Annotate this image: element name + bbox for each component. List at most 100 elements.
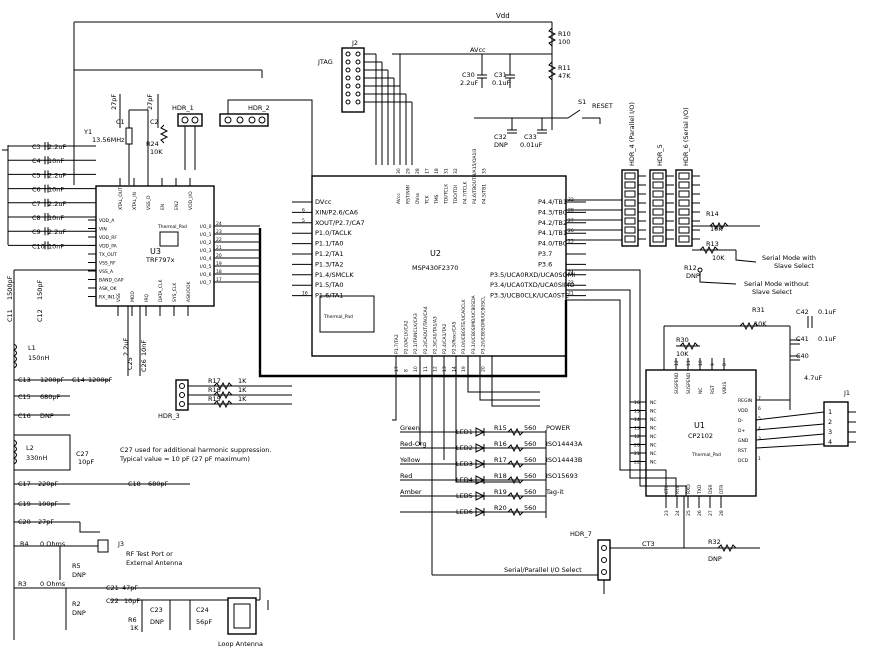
u2-top-pin-label: RST/NMI [406, 185, 412, 204]
u1-left-pin-label: NC [650, 409, 657, 415]
u3-right-pin-num: 21 [216, 245, 222, 251]
u2-top-pin-num: 17 [425, 168, 431, 174]
u1-left-pin-num: 22 [634, 460, 640, 466]
u1-left-pin-label: NC [650, 443, 657, 449]
u1-bottom-pin-label: DSR [708, 485, 714, 494]
l2-value: 330nH [26, 454, 48, 462]
c12-value: 150pF [36, 279, 44, 300]
c7-value: 2.2uF [48, 200, 66, 208]
c32-c33: C32 DNP C33 0.01uF [474, 117, 552, 149]
u2-right-pin-label: P4.3/TB0 [538, 208, 567, 216]
led-resistor-ref: R16 [494, 440, 507, 448]
u2-top-pin-label: DVss [415, 192, 421, 204]
c30-ref: C30 [462, 71, 475, 79]
u1-bottom-pin-label: RXD [686, 484, 692, 494]
u2-top-pin-num: 28 [415, 168, 421, 174]
led-resistor [507, 507, 524, 517]
led-color-label: Red [400, 472, 412, 480]
c8-ref: C8 [32, 214, 41, 222]
c8-value: 10nF [48, 214, 64, 222]
u3-right-pin-label: I/O_3 [200, 248, 212, 254]
hdr5-header: HDR_5 [649, 144, 674, 247]
u2-bottom-pin-num: 8 [404, 369, 410, 372]
hdr5-pin [652, 217, 664, 225]
u1-bottom-pin-num: 23 [664, 510, 670, 516]
u2-bottom-pin-num: 11 [423, 366, 429, 372]
r11-value: 47K [558, 72, 571, 80]
u2-top-pin-label: TCK [425, 194, 431, 205]
led-resistor [507, 443, 524, 453]
u1-bottom-pin-num: 28 [719, 510, 725, 516]
c13-value: 1200pF [40, 376, 65, 384]
u2-bottom-pin-label: P3.2/UCB0SOMI/UCB0SCL [480, 296, 486, 354]
hdr4-pin [624, 217, 636, 225]
u3-right-pin-num: 19 [216, 261, 222, 267]
hdr6-pin [678, 226, 690, 234]
c32-value: DNP [494, 141, 508, 149]
r15-ref: R15 [208, 395, 221, 403]
c19-value: 100pF [38, 500, 59, 508]
u3-top-pin-label: EN [160, 204, 166, 210]
u2-bottom-pin-label: P3.0/UCB0STE/UCA0CLK [461, 298, 467, 354]
c32-ref: C32 [494, 133, 507, 141]
u1-pad-label: Thermal_Pad [691, 452, 721, 458]
c18-ref: C18 [128, 480, 141, 488]
u1-top-pin-num: 12 [674, 360, 680, 366]
u1-bottom-pin-label: TXD [697, 484, 703, 495]
u1-left-pin-num: 20 [634, 443, 640, 449]
u2-bottom-pin-label: P2.0/ACLK/CA2 [404, 320, 410, 354]
c1-c2: 27pF C1 27pF C2 [110, 94, 159, 128]
u2-right-pin-num: 21 [568, 291, 574, 297]
u2-right-pin-label: P3.3/UCB0CLK/UCA0STE [490, 292, 569, 300]
u1-right-pin-label: REGIN [738, 398, 752, 404]
u3-bottom-pin-label: VSS [116, 293, 122, 302]
hdr2-header: HDR_2 [184, 99, 313, 200]
u2-left-pin-label: P1.0/TACLK [315, 229, 352, 237]
u3-top-pin-label: XTAL_OUT [118, 187, 124, 210]
j1-pin-num: 2 [828, 418, 832, 426]
u1-top-pin-num: 10 [698, 360, 704, 366]
led-color-label: Red-Org [400, 440, 427, 448]
u3-chip: U3 TRF797x Thermal_Pad VDD_AVINVDD_RFVDD… [88, 178, 222, 316]
r31-ref: R31 [752, 306, 765, 314]
r24-resistor: R24 10K [146, 124, 169, 156]
u2-right-pin-label: P3.4/UCA0TXD/UCA0SIMO [490, 281, 575, 289]
y1-value: 13.56MHz [92, 136, 125, 144]
c40-value: 4.7uF [804, 374, 822, 382]
u2-left-pin-label: P1.5/TA0 [315, 281, 344, 289]
u1-left-pin-num: 13 [634, 426, 640, 432]
hdr6-pin [678, 199, 690, 207]
u1-bottom-pin-num: 26 [697, 510, 703, 516]
c40-ref: C40 [796, 352, 809, 360]
slave-with-note2: Slave Select [774, 262, 814, 270]
c30-capacitor: C30 2.2uF [460, 71, 487, 88]
u3-left-pin-label: VDD_A [99, 218, 115, 224]
r17-value: 1K [238, 377, 247, 385]
c22-ref: C22 [106, 597, 119, 605]
u1-right-pin-num: 3 [758, 436, 761, 442]
u2-right-pin-num: 24 [568, 270, 574, 276]
rf-filter: C11 1500pF C12 150pF L1 150nH C13 1200pF… [6, 269, 272, 648]
c12-ref: C12 [36, 309, 44, 322]
jtag-pin-right [355, 67, 361, 73]
hdr5-pin [652, 181, 664, 189]
u3-top-pin-label: EN2 [174, 201, 180, 210]
led-resistor-ref: R18 [494, 472, 507, 480]
r17-ref: R17 [208, 377, 221, 385]
led-resistor-value: 560 [524, 456, 536, 464]
u3-right-pin-label: I/O_2 [200, 240, 212, 246]
c33-ref: C33 [524, 133, 537, 141]
serial-parallel-label: Serial/Parallel I/O Select [504, 566, 582, 574]
led-color-label: Green [400, 424, 420, 432]
advcc-label: AVcc [470, 46, 486, 54]
u2-right-pin-num: 25 [568, 239, 574, 245]
c14-value: 1200pF [88, 376, 113, 384]
data-bus [214, 225, 568, 378]
u3-right-pin-label: I/O_7 [200, 280, 212, 286]
hdr6-header: HDR_6 (Serial I/O) [675, 107, 700, 247]
led-resistor [507, 459, 524, 469]
c3-value: 2.2uF [48, 143, 66, 151]
